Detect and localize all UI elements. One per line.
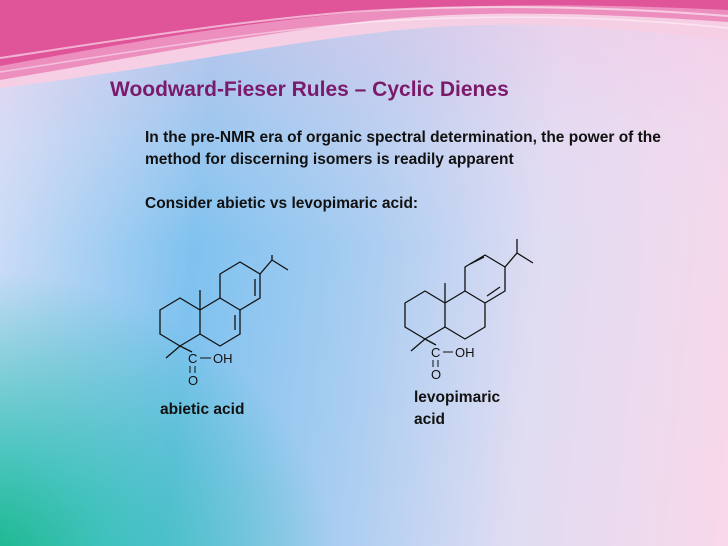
- levopimaric-label-line1: levopimaric: [414, 389, 501, 406]
- abietic-acid-structure: C OH O: [159, 255, 289, 388]
- levopimaric-carboxyl-carbon: C: [431, 345, 440, 360]
- levopimaric-carboxyl-oh: OH: [455, 345, 475, 360]
- consider-line: Consider abietic vs levopimaric acid:: [145, 195, 419, 212]
- header-banner-decoration: [0, 0, 728, 88]
- levopimaric-carboxyl-oxygen: O: [431, 367, 441, 382]
- levopimaric-label-line2: acid: [414, 411, 446, 428]
- levopimaric-acid-label: levopimaric acid: [414, 387, 500, 431]
- slide-body: In the pre-NMR era of organic spectral d…: [145, 127, 665, 215]
- abietic-carboxyl-oxygen: O: [188, 373, 198, 388]
- slide-title: Woodward-Fieser Rules – Cyclic Dienes: [110, 78, 509, 101]
- abietic-carboxyl-oh: OH: [213, 351, 233, 366]
- abietic-carboxyl-carbon: C: [188, 351, 197, 366]
- levopimaric-acid-structure: C OH O: [404, 239, 534, 382]
- intro-paragraph: In the pre-NMR era of organic spectral d…: [145, 129, 661, 168]
- abietic-acid-label: abietic acid: [160, 401, 245, 418]
